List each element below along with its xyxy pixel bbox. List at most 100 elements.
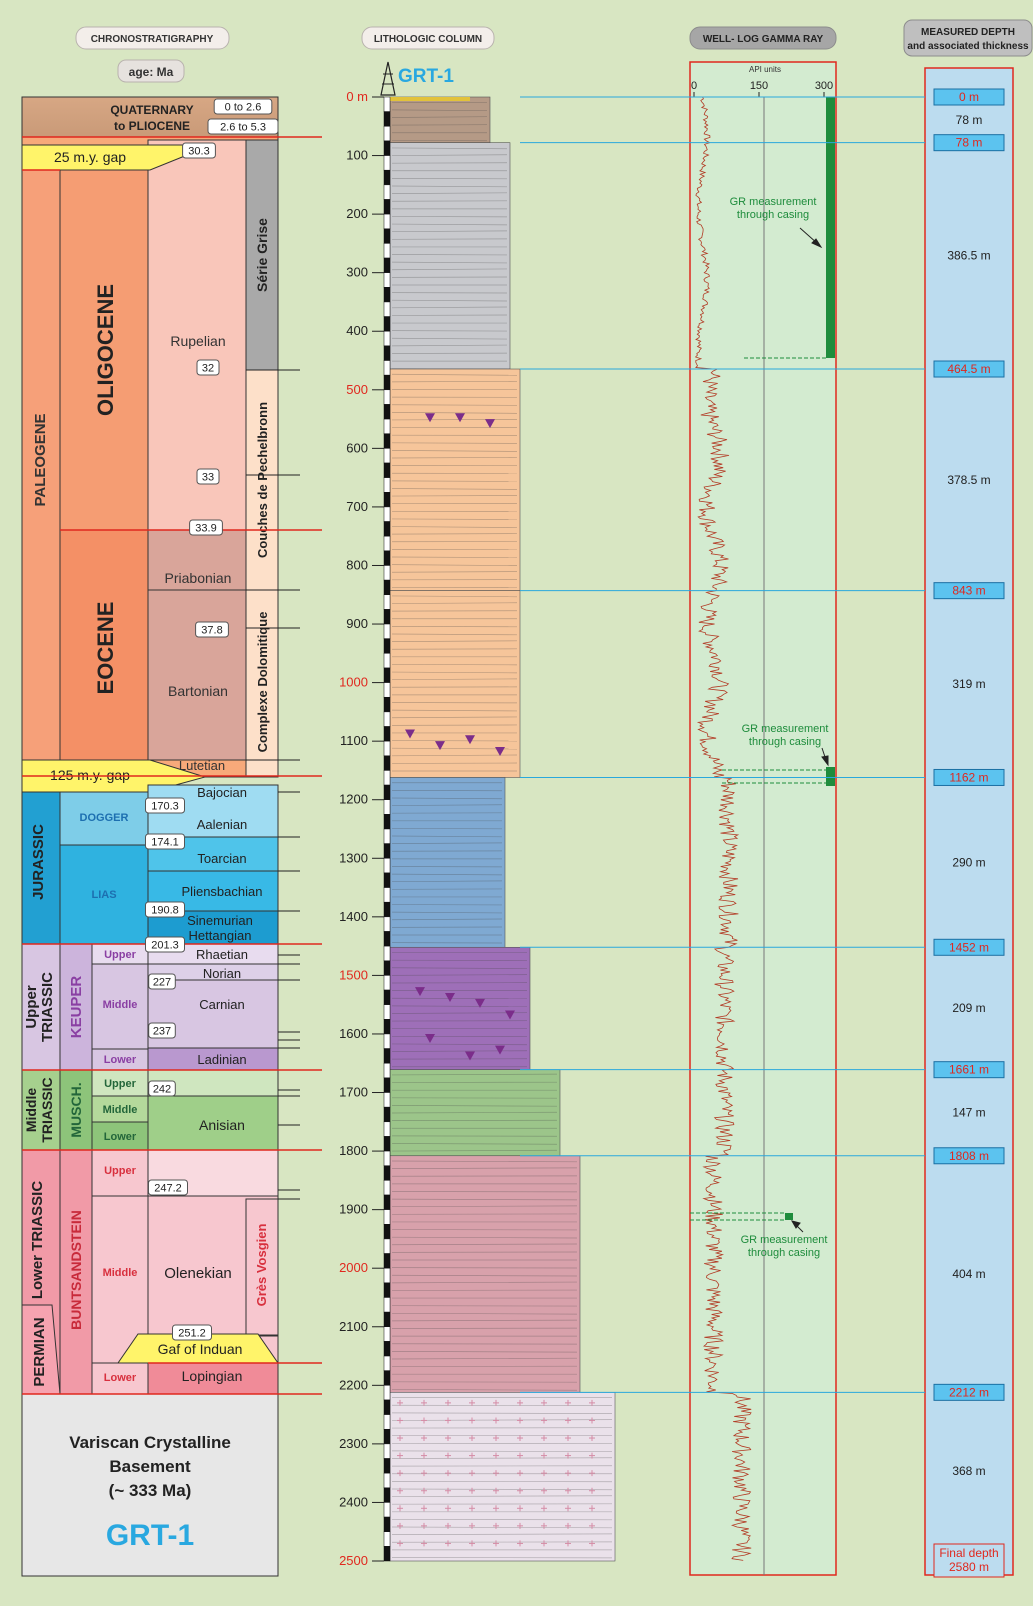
- buntsandstein-label: BUNTSANDSTEIN: [68, 1210, 84, 1330]
- age-box: 37.8: [196, 622, 229, 637]
- thickness-label: 319 m: [952, 677, 985, 691]
- gr-tick-label: 300: [815, 80, 833, 92]
- gap-25-label: 25 m.y. gap: [54, 149, 126, 165]
- litho-title: LITHOLOGIC COLUMN: [374, 34, 482, 45]
- age-box: 227: [149, 974, 176, 989]
- age-box: 201.3: [146, 937, 185, 952]
- hettangian-label: Hettangian: [189, 928, 252, 943]
- basement-label-2: Basement: [109, 1457, 191, 1476]
- upper-triassic-label-2: TRIASSIC: [39, 972, 56, 1042]
- bunt-upper-label: Upper: [104, 1165, 137, 1177]
- age-value: 37.8: [201, 625, 222, 637]
- age-box: 237: [149, 1023, 176, 1038]
- ladinian-label: Ladinian: [197, 1052, 246, 1067]
- depth-tick-label: 1200: [339, 792, 368, 807]
- age-box: 170.3: [146, 798, 185, 813]
- age-value: 242: [153, 1084, 171, 1096]
- depth-tick-label: 2000: [339, 1260, 368, 1275]
- age-box: 30.3: [183, 143, 216, 158]
- depth-marker-label: 1452 m: [949, 940, 989, 954]
- gr-tick-label: 150: [750, 80, 768, 92]
- upper-triassic-label-1: Upper: [23, 985, 40, 1029]
- age-value: 190.8: [151, 905, 179, 917]
- depth-title-line2: and associated thickness: [907, 41, 1029, 52]
- age-value: 251.2: [178, 1328, 206, 1340]
- musch-label: MUSCH.: [68, 1082, 84, 1137]
- depth-marker: 1162 m: [934, 769, 1004, 785]
- depth-tick-label: 300: [346, 265, 368, 280]
- age-value: 33.9: [195, 523, 216, 535]
- depth-marker-label: 1661 m: [949, 1063, 989, 1077]
- thickness-label: 78 m: [956, 113, 983, 127]
- bunt-lower-label: Lower: [104, 1372, 137, 1384]
- litho-unit: [390, 1070, 560, 1156]
- serie-grise-label: Série Grise: [254, 218, 270, 292]
- sinemurian-label: Sinemurian: [187, 913, 253, 928]
- toarcian-label: Toarcian: [197, 851, 246, 866]
- gr-tick-label: 0: [691, 80, 697, 92]
- gr-casing-bar-3: [785, 1213, 793, 1220]
- oligocene-label: OLIGOCENE: [93, 284, 118, 416]
- thickness-label: 290 m: [952, 855, 985, 869]
- keuper-middle-label: Middle: [103, 999, 138, 1011]
- litho-unit: [390, 97, 490, 143]
- depth-tick-label: 1700: [339, 1085, 368, 1100]
- gr-casing-bar-2: [826, 767, 835, 786]
- derrick-icon: [381, 62, 395, 95]
- depth-marker: 0 m: [934, 89, 1004, 105]
- depth-tick-label: 2500: [339, 1553, 368, 1568]
- age-value: 33: [202, 472, 214, 484]
- depth-title-line1: MEASURED DEPTH: [921, 27, 1015, 38]
- age-value: 32: [202, 363, 214, 375]
- depth-tick-label: 1300: [339, 850, 368, 865]
- permian-label: PERMIAN: [31, 1317, 48, 1386]
- rupelian-label: Rupelian: [170, 333, 225, 349]
- depth-tick-label: 1000: [339, 675, 368, 690]
- bartonian-label: Bartonian: [168, 683, 228, 699]
- jurassic-label: JURASSIC: [30, 824, 47, 900]
- litho-header: LITHOLOGIC COLUMN: [362, 27, 494, 49]
- aalenian-label: Aalenian: [197, 817, 248, 832]
- age-value: 0 to 2.6: [225, 102, 262, 114]
- depth-axis: 0 m1002003004005006007008009001000110012…: [339, 89, 390, 1568]
- gap-125-label: 125 m.y. gap: [50, 767, 130, 783]
- age-box: 247.2: [149, 1180, 188, 1195]
- depth-tick-label: 1800: [339, 1143, 368, 1158]
- depth-marker-label: 464.5 m: [947, 362, 990, 376]
- middle-triassic-label-2: TRIASSIC: [39, 1077, 55, 1142]
- depth-marker-label: 0 m: [959, 90, 979, 104]
- age-box: 0 to 2.6: [214, 99, 272, 114]
- lithologic-column: [390, 97, 615, 1561]
- quaternary-label-1: QUATERNARY: [110, 103, 193, 117]
- litho-unit: [390, 777, 505, 947]
- well-name-label: GRT-1: [398, 66, 454, 87]
- age-value: 30.3: [188, 146, 209, 158]
- gaf-induan-label: Gaf of Induan: [158, 1341, 243, 1357]
- gr-casing-bar-1: [826, 97, 835, 358]
- anisian-label: Anisian: [199, 1117, 245, 1133]
- age-box: 190.8: [146, 902, 185, 917]
- gamma-title: WELL- LOG GAMMA RAY: [703, 34, 824, 45]
- depth-marker: 1452 m: [934, 939, 1004, 955]
- chrono-header: CHRONOSTRATIGRAPHY age: Ma: [76, 27, 229, 82]
- musch-middle-label: Middle: [103, 1104, 138, 1116]
- depth-marker-label: 1162 m: [949, 770, 988, 784]
- grt1-big-label: GRT-1: [106, 1519, 194, 1552]
- eocene-label: EOCENE: [93, 602, 118, 695]
- depth-header: MEASURED DEPTH and associated thickness: [904, 20, 1032, 56]
- final-depth-line2: 2580 m: [949, 1560, 989, 1574]
- thickness-label: 386.5 m: [947, 249, 990, 263]
- bunt-middle-label: Middle: [103, 1267, 138, 1279]
- thickness-label: 378.5 m: [947, 473, 990, 487]
- chrono-title: CHRONOSTRATIGRAPHY: [91, 34, 214, 45]
- lopingian-label: Lopingian: [182, 1368, 243, 1384]
- pliensbachian-label: Pliensbachian: [182, 884, 263, 899]
- depth-tick-label: 100: [346, 148, 368, 163]
- bajocian-label: Bajocian: [197, 785, 247, 800]
